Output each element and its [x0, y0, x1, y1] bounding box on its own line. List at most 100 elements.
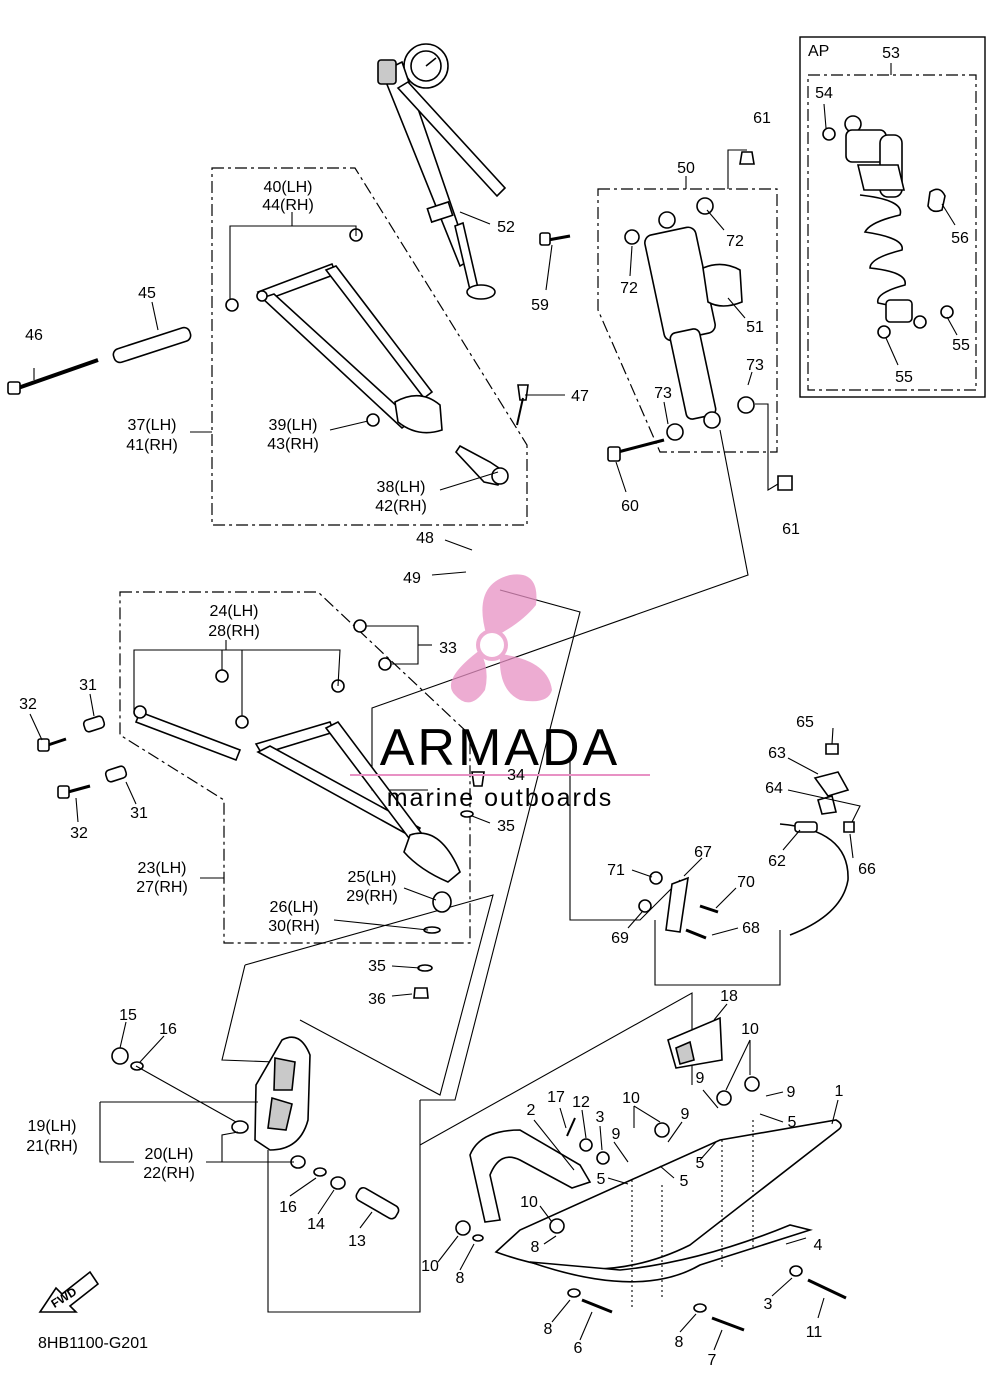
- callout-50: 50: [677, 160, 695, 177]
- callout-25: 25(LH): [348, 869, 397, 886]
- callout-45: 45: [138, 285, 156, 302]
- callout-73-right: 73: [746, 357, 764, 374]
- callout-20: 20(LH): [145, 1146, 194, 1163]
- callout-16-top: 16: [159, 1021, 177, 1038]
- armada-watermark: ARMADA marine outboards: [350, 574, 650, 812]
- callout-8-mid: 8: [531, 1239, 540, 1256]
- callout-39: 39(LH): [269, 417, 318, 434]
- callout-10-mid: 10: [520, 1194, 538, 1211]
- callout-5-mid: 5: [680, 1173, 689, 1190]
- ap-shock-group-outline: [807, 74, 977, 391]
- callout-72-right: 72: [726, 233, 744, 250]
- callout-70: 70: [737, 874, 755, 891]
- callout-9-mid-left: 9: [612, 1126, 621, 1143]
- callout-22: 22(RH): [143, 1165, 195, 1182]
- callout-47: 47: [571, 388, 589, 405]
- callout-66: 66: [858, 861, 876, 878]
- callout-26: 26(LH): [270, 899, 319, 916]
- callout-46: 46: [25, 327, 43, 344]
- callout-6: 6: [574, 1340, 583, 1357]
- group-outlines: [119, 36, 986, 944]
- shock-absorber: [539, 151, 793, 491]
- callout-9-right: 9: [787, 1084, 796, 1101]
- diagram-code: 8HB1100-G201: [38, 1335, 148, 1352]
- callout-48: 48: [416, 530, 434, 547]
- callout-31-bottom: 31: [130, 805, 148, 822]
- callout-44: 44(RH): [262, 197, 314, 214]
- callout-14: 14: [307, 1216, 325, 1233]
- labels: 8HB1100-G201 AP 53 40(LH) 44(RH) 45 46 3…: [19, 43, 970, 1369]
- callout-23: 23(LH): [138, 860, 187, 877]
- callout-55-left: 55: [895, 369, 913, 386]
- watermark-brand: ARMADA: [380, 719, 620, 777]
- shock-group-outline: [597, 188, 778, 453]
- callout-35-bottom: 35: [368, 958, 386, 975]
- callout-32-bottom: 32: [70, 825, 88, 842]
- callout-27: 27(RH): [136, 879, 188, 896]
- callout-13: 13: [348, 1233, 366, 1250]
- callout-leaders: [29, 63, 958, 1351]
- steering-column: [377, 43, 507, 300]
- callout-11: 11: [806, 1324, 823, 1341]
- callout-30: 30(RH): [268, 918, 320, 935]
- callout-61-bottom: 61: [782, 521, 800, 538]
- callout-67: 67: [694, 844, 712, 861]
- callout-54: 54: [815, 85, 833, 102]
- callout-19: 19(LH): [28, 1118, 77, 1135]
- callout-40: 40(LH): [264, 179, 313, 196]
- callout-60: 60: [621, 498, 639, 515]
- callout-8-left: 8: [456, 1270, 465, 1287]
- callout-12: 12: [572, 1094, 590, 1111]
- callout-3-top: 3: [596, 1109, 605, 1126]
- upper-arm-group-outline: [211, 167, 528, 526]
- callout-5-right: 5: [788, 1114, 797, 1131]
- callout-43: 43(RH): [267, 436, 319, 453]
- fwd-arrow: FWD: [38, 1270, 100, 1313]
- callout-2: 2: [527, 1102, 536, 1119]
- callout-49: 49: [403, 570, 421, 587]
- callout-4: 4: [814, 1237, 823, 1254]
- callout-16-bottom: 16: [279, 1199, 297, 1216]
- callout-32-top: 32: [19, 696, 37, 713]
- callout-5-mid-right: 5: [696, 1155, 705, 1172]
- callout-28: 28(RH): [208, 623, 260, 640]
- ap-label: AP: [808, 43, 829, 60]
- callout-35-top: 35: [497, 818, 515, 835]
- callout-62: 62: [768, 853, 786, 870]
- spindle: [111, 1036, 400, 1220]
- watermark-tagline: marine outboards: [387, 784, 614, 812]
- callout-65: 65: [796, 714, 814, 731]
- callout-55-right: 55: [952, 337, 970, 354]
- callout-64: 64: [765, 780, 783, 797]
- callout-71: 71: [607, 862, 625, 879]
- callout-37: 37(LH): [128, 417, 177, 434]
- callout-15: 15: [119, 1007, 137, 1024]
- callout-7: 7: [708, 1352, 717, 1369]
- callout-68: 68: [742, 920, 760, 937]
- ski: [455, 1016, 847, 1332]
- callout-9-mid-right: 9: [681, 1106, 690, 1123]
- callout-53: 53: [882, 45, 900, 62]
- callout-18: 18: [720, 988, 738, 1005]
- ap-option-frame: [799, 36, 986, 398]
- callout-10-left: 10: [421, 1258, 439, 1275]
- callout-61-top: 61: [753, 110, 771, 127]
- callout-56: 56: [951, 230, 969, 247]
- callout-34: 34: [507, 767, 525, 784]
- callout-51: 51: [746, 319, 764, 336]
- callout-10-top-mid: 10: [622, 1090, 640, 1107]
- callout-36: 36: [368, 991, 386, 1008]
- callout-31-top: 31: [79, 677, 97, 694]
- callout-52: 52: [497, 219, 515, 236]
- lower-arm-group-outline: [119, 591, 471, 944]
- callout-42: 42(RH): [375, 498, 427, 515]
- propeller-logo: [450, 574, 552, 703]
- callout-1: 1: [835, 1083, 844, 1100]
- callout-63: 63: [768, 745, 786, 762]
- callout-33: 33: [439, 640, 457, 657]
- callout-41: 41(RH): [126, 437, 178, 454]
- callout-73-left: 73: [654, 385, 672, 402]
- callout-21: 21(RH): [26, 1138, 78, 1155]
- callout-10-top-right: 10: [741, 1021, 759, 1038]
